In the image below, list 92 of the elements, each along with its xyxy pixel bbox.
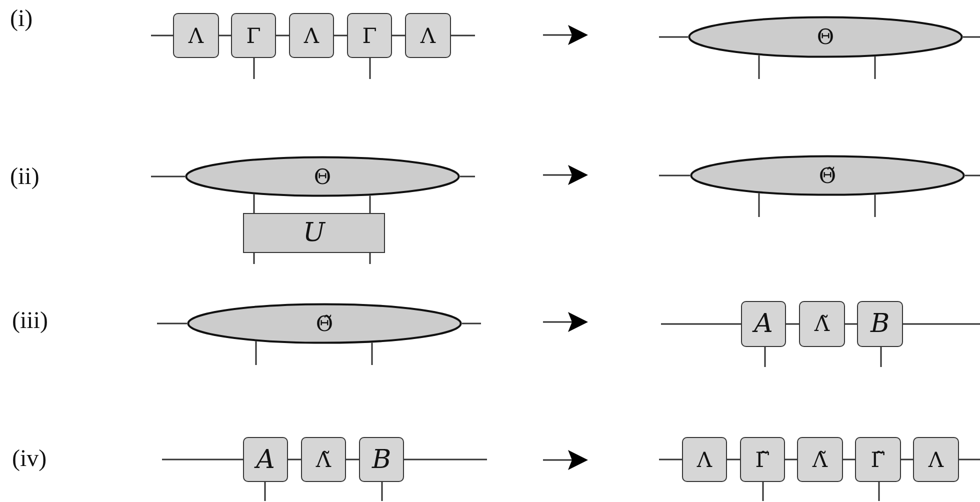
tensor-leg-line <box>334 34 347 36</box>
tensor-symbol: Λ <box>696 446 712 472</box>
tensor-symbol: B <box>372 446 392 472</box>
panel-label: (iii) <box>12 308 48 335</box>
tensor-leg-line <box>874 56 876 79</box>
tensor-leg-line <box>878 482 880 501</box>
tensor-leg-line <box>151 176 185 178</box>
tensor-leg-line <box>963 36 980 38</box>
tensor-ellipse <box>688 16 963 58</box>
tensor-leg-line <box>369 58 371 79</box>
tensor-box <box>682 437 727 482</box>
tensor-leg-line <box>264 482 266 501</box>
tensor-box <box>741 301 786 347</box>
tensor-leg-line <box>758 55 760 79</box>
tensor-leg-line <box>764 347 766 367</box>
tensor-leg-line <box>762 482 764 501</box>
tensor-symbol: U <box>303 220 325 246</box>
tensor-symbol: Γ <box>246 22 261 48</box>
tensor-leg-line <box>785 458 797 460</box>
tensor-symbol: Λ <box>420 22 436 48</box>
tensor-symbol: Λ̃ <box>814 311 830 337</box>
tensor-symbol: Λ̃ <box>812 446 828 472</box>
tensor-leg-line <box>659 36 688 38</box>
tensor-box <box>797 437 843 482</box>
tensor-leg-line <box>758 193 760 217</box>
tensor-box <box>740 437 785 482</box>
tensor-leg-line <box>874 194 876 217</box>
tensor-leg-line <box>276 34 289 36</box>
panel-label: (iv) <box>12 446 47 473</box>
tensor-symbol: Λ <box>304 22 320 48</box>
tensor-leg-line <box>965 174 980 176</box>
tensor-leg-line <box>369 253 371 264</box>
panel-label: (ii) <box>10 164 40 191</box>
tensor-leg-line <box>253 58 255 79</box>
tensor-leg-line <box>371 342 373 365</box>
tensor-ellipse <box>690 155 965 196</box>
tensor-leg-line <box>392 34 405 36</box>
tensor-leg-line <box>346 458 359 460</box>
tensor-leg-line <box>253 253 255 264</box>
tensor-symbol: Λ <box>188 22 204 48</box>
tensor-box <box>347 13 392 58</box>
tensor-symbol: Θ <box>314 164 332 190</box>
tensor-symbol: Γ <box>362 22 377 48</box>
tensor-box <box>405 13 451 58</box>
tensor-leg-line <box>880 347 882 367</box>
tensor-leg-line <box>659 174 690 176</box>
tensor-box <box>857 301 903 347</box>
tensor-box <box>913 437 959 482</box>
tensor-leg-line <box>151 34 173 36</box>
tensor-symbol: A <box>256 446 275 472</box>
tensor-box <box>173 13 219 58</box>
tensor-ellipse <box>187 303 462 344</box>
tensor-box <box>855 437 901 482</box>
tensor-leg-line <box>901 458 913 460</box>
tensor-box <box>359 437 404 482</box>
tensor-ellipse <box>185 156 460 197</box>
tensor-symbol: Θ̃ <box>818 162 836 188</box>
tensor-leg-line <box>157 322 187 324</box>
tensor-leg-line <box>661 323 741 325</box>
tensor-box <box>799 301 845 347</box>
tensor-symbol: Γ̃ <box>870 446 886 472</box>
tensor-symbol: B <box>870 311 890 337</box>
tensor-box <box>301 437 346 482</box>
tensor-leg-line <box>288 458 301 460</box>
tensor-box <box>231 13 276 58</box>
tensor-symbol: Γ̃ <box>755 446 770 472</box>
tensor-leg-line <box>903 323 980 325</box>
tensor-leg-line <box>404 458 487 460</box>
tensor-leg-line <box>959 458 980 460</box>
tensor-leg-line <box>381 482 383 501</box>
tensor-leg-line <box>451 34 475 36</box>
tensor-leg-line <box>369 196 371 213</box>
tensor-leg-line <box>255 341 257 365</box>
tensor-leg-line <box>253 194 255 213</box>
tensor-leg-line <box>460 176 475 178</box>
tensor-leg-line <box>727 458 740 460</box>
tensor-leg-line <box>219 34 231 36</box>
tensor-symbol: Θ <box>816 24 834 50</box>
tensor-leg-line <box>786 323 799 325</box>
panel-label: (i) <box>10 6 33 33</box>
tensor-box <box>243 437 288 482</box>
tensor-box <box>289 13 334 58</box>
tensor-leg-line <box>659 458 682 460</box>
tensor-leg-line <box>843 458 855 460</box>
tensor-symbol: A <box>754 311 773 337</box>
tensor-leg-line <box>845 323 857 325</box>
gate-box <box>243 213 385 253</box>
tensor-symbol: Θ̃ <box>316 310 334 336</box>
tensor-symbol: Λ <box>928 446 944 472</box>
tensor-leg-line <box>162 458 243 460</box>
tensor-symbol: Λ̃ <box>316 446 332 472</box>
tensor-leg-line <box>462 322 481 324</box>
